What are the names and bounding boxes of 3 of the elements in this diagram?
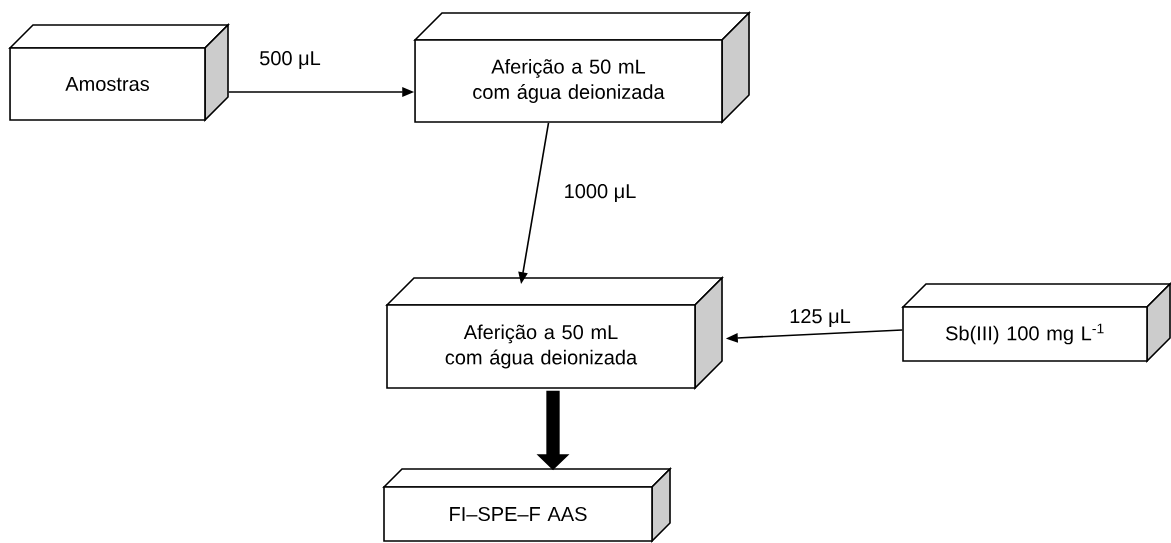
- edge-label: 125 μL: [786, 306, 854, 330]
- edge-label: 1000 μL: [561, 181, 639, 205]
- edge-label: 500 μL: [256, 48, 324, 72]
